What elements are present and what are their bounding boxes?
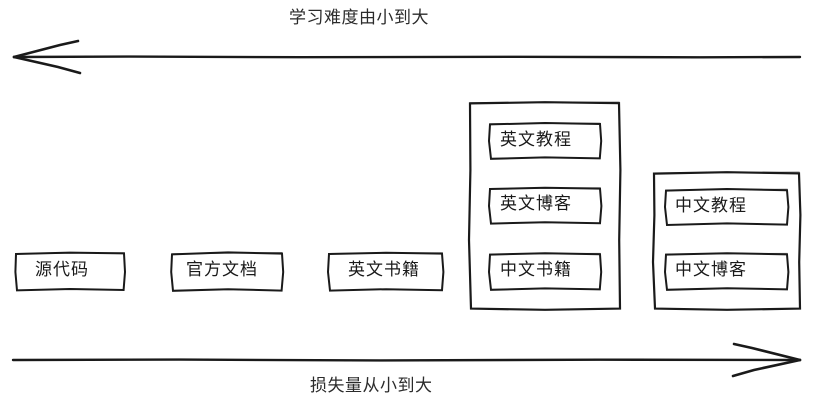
difficulty-axis-label: 学习难度由小到大 [289, 8, 429, 28]
node-box-g0i0[interactable] [487, 121, 603, 160]
node-box-g0i1[interactable] [487, 186, 603, 225]
node-label-english-tutorials: 英文教程 [500, 130, 572, 150]
node-label-source-code: 源代码 [35, 260, 89, 280]
node-box-n1[interactable] [170, 251, 285, 292]
node-label-official-docs: 官方文档 [186, 260, 258, 280]
difficulty-axis-arrow [12, 39, 802, 75]
node-box-g1i0[interactable] [663, 187, 790, 227]
node-label-english-books: 英文书籍 [348, 260, 420, 280]
node-label-chinese-books: 中文书籍 [500, 260, 572, 280]
node-label-chinese-blogs: 中文博客 [675, 260, 747, 280]
loss-axis-label: 损失量从小到大 [310, 376, 433, 396]
node-box-n0[interactable] [14, 251, 127, 292]
node-box-g1i1[interactable] [663, 252, 790, 291]
node-box-n2[interactable] [326, 251, 445, 292]
node-label-english-blogs: 英文博客 [500, 194, 572, 214]
node-label-chinese-tutorials: 中文教程 [675, 196, 747, 216]
node-box-g0i2[interactable] [487, 252, 603, 291]
loss-axis-arrow [11, 342, 802, 378]
